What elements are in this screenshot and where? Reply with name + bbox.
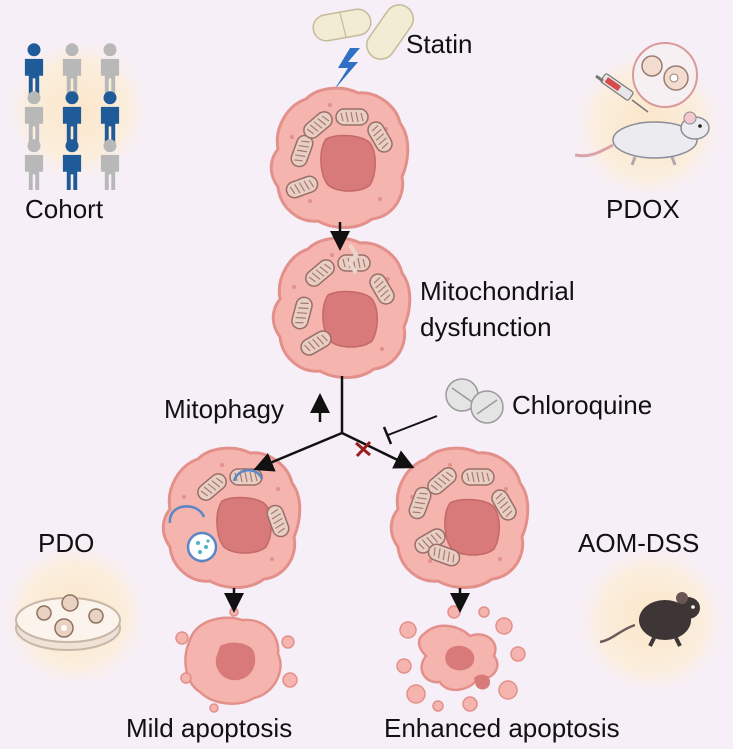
chloroquine-inhibit-line xyxy=(387,415,438,436)
person-icon xyxy=(24,139,44,190)
enhanced-apoptosis-label: Enhanced apoptosis xyxy=(384,713,620,743)
statin-pills-icon xyxy=(312,4,414,60)
aom-dss-mouse-icon xyxy=(599,592,700,647)
mild-apoptosis-cell xyxy=(175,607,298,713)
mitophagy-cell xyxy=(161,446,302,589)
inhibition-cross-mark xyxy=(355,440,372,458)
chloroquine-label: Chloroquine xyxy=(512,390,653,420)
cohort-label: Cohort xyxy=(25,194,104,224)
lightning-icon xyxy=(334,48,360,90)
syringe-icon xyxy=(595,73,649,113)
mitophagy-label: Mitophagy xyxy=(164,394,284,424)
dysfunction-label: dysfunction xyxy=(420,312,552,342)
pdo-label: PDO xyxy=(38,528,95,558)
arrow-to-mitophagy-cell xyxy=(253,431,343,472)
blocked-mitophagy-cell xyxy=(389,446,530,589)
dysfunctional-cell xyxy=(271,236,412,379)
mild-apoptosis-label: Mild apoptosis xyxy=(126,713,293,743)
enhanced-apoptosis-cell xyxy=(396,605,526,712)
chloroquine-inhibit-bar xyxy=(382,426,393,445)
pdox-mouse-icon xyxy=(574,111,710,166)
statin-label: Statin xyxy=(406,29,473,59)
cohort-people-grid xyxy=(24,43,120,190)
arrow-to-blocked-cell xyxy=(341,431,415,469)
pdox-label: PDOX xyxy=(606,194,680,224)
healthy-cell xyxy=(269,86,410,229)
chloroquine-pills-icon xyxy=(445,378,504,424)
aom-dss-label: AOM-DSS xyxy=(578,528,700,558)
organoid-bubble-icon xyxy=(632,42,698,108)
mitochondrial-label: Mitochondrial xyxy=(420,276,575,306)
pdo-dish-icon xyxy=(15,594,121,651)
